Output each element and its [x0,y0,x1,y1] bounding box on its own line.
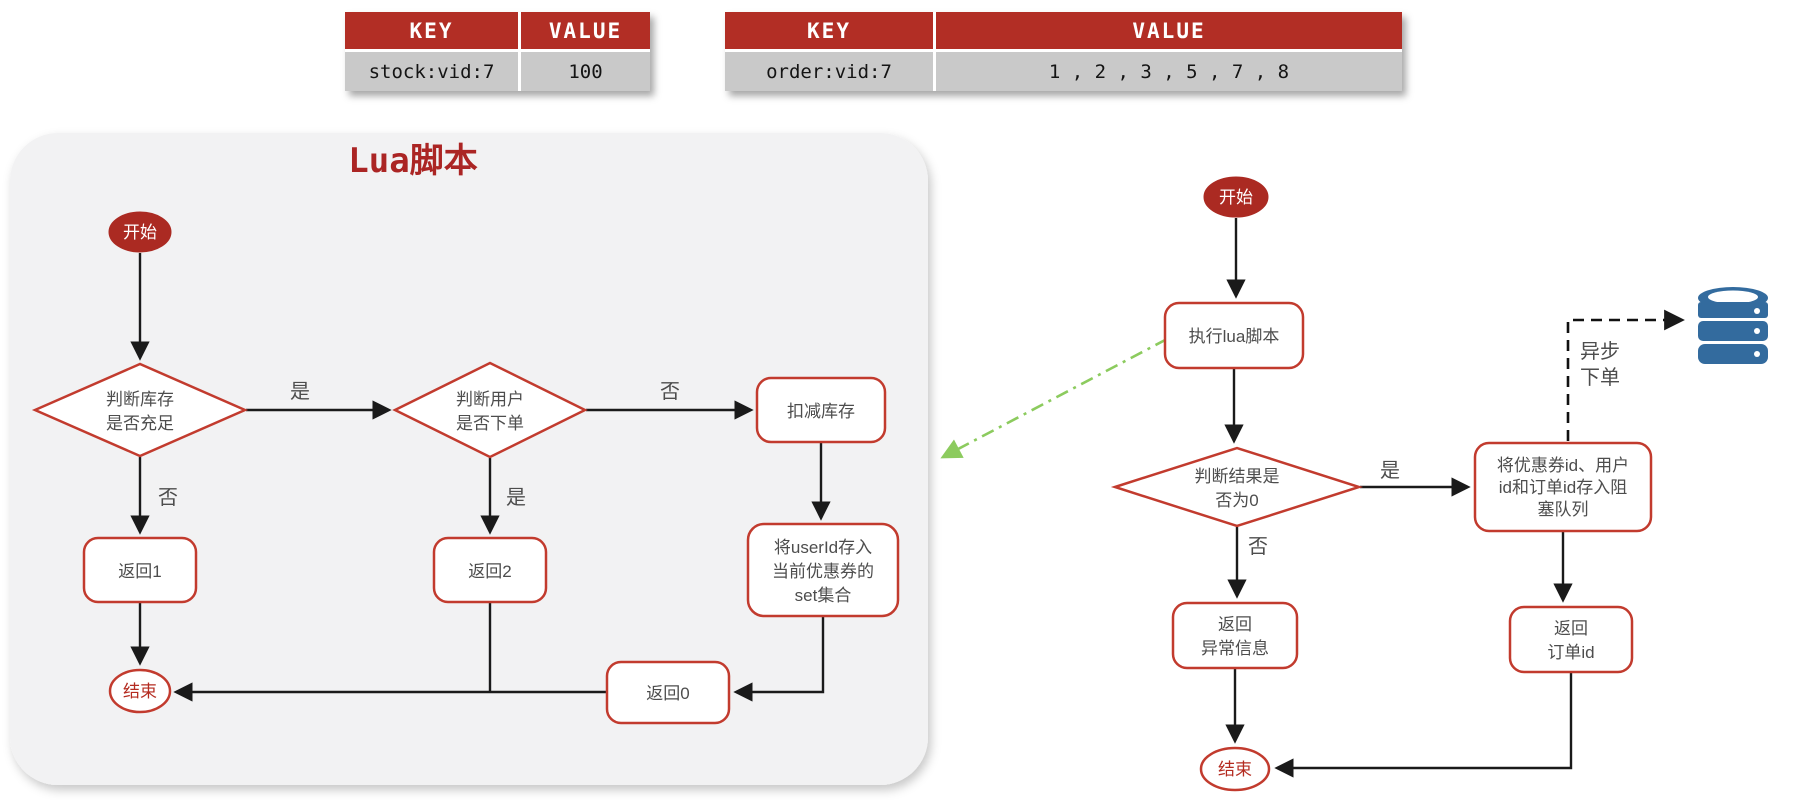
check-user-label: 判断用户 [456,390,524,409]
return-orderid-label: 返回 [1554,619,1588,638]
label-result-no: 否 [1248,536,1268,558]
save-userid-label: 将userId存入 [774,538,872,557]
return0-box [605,660,731,725]
table-cell-value: 1 , 2 , 3 , 5 , 7 , 8 [936,52,1402,91]
start-node-label: 开始 [123,223,157,242]
label-stock-yes: 是 [290,381,310,403]
blocking-queue-label: 塞队列 [1538,500,1589,519]
start-node [1203,176,1269,218]
end-node-label: 结束 [123,682,157,701]
async-order-arrow [1566,309,1685,441]
return1-label: 返回1 [118,562,161,581]
return-error-box [1171,601,1299,670]
label-stock-no: 否 [158,487,178,509]
check-result-label: 判断结果是 [1195,467,1280,486]
check-result-diamond [1110,446,1364,528]
main-flow-edges [1224,218,1685,778]
table-cell-key: stock:vid:7 [345,52,518,91]
table-header-cell: KEY [725,12,933,49]
table-header-cell: VALUE [521,12,650,49]
label-async: 异步 [1580,340,1620,363]
check-user-diamond [392,361,588,459]
return-error-label: 异常信息 [1201,639,1269,658]
table-header-cell: KEY [345,12,518,49]
return2-box [432,536,548,604]
return-orderid-box [1508,605,1634,674]
end-node [108,668,172,714]
save-userid-label: 当前优惠券的 [772,562,874,581]
exec-lua-label: 执行lua脚本 [1189,327,1280,346]
database-icon [1698,287,1768,364]
end-node [1199,746,1271,792]
return-error-label: 返回 [1218,615,1252,634]
return2-label: 返回2 [468,562,511,581]
deduct-stock-box [755,376,887,444]
blocking-queue-box [1473,441,1653,533]
check-stock-diamond [31,362,249,458]
check-user-label: 是否下单 [456,414,524,433]
end-node-label: 结束 [1218,760,1252,779]
check-result-label: 否为0 [1215,491,1258,510]
table-header-cell: VALUE [936,12,1402,49]
lua-flow-edges [130,253,831,702]
blocking-queue-label: id和订单id存入阻 [1499,478,1627,497]
label-async: 下单 [1580,366,1620,389]
return1-box [82,536,198,604]
lua-script-panel [10,133,928,785]
edge-saveset-to-return0 [733,616,825,702]
check-stock-label: 是否充足 [106,414,174,433]
return0-label: 返回0 [646,684,689,703]
save-userid-label: set集合 [795,586,852,605]
order-key-value-table: KEY VALUE order:vid:7 1 , 2 , 3 , 5 , 7 … [725,12,1402,91]
check-stock-label: 判断库存 [106,390,174,409]
table-cell-value: 100 [521,52,650,91]
label-user-yes: 是 [506,487,526,509]
exec-lua-box [1163,301,1305,370]
start-node-label: 开始 [1219,188,1253,207]
save-userid-box [746,522,900,618]
edge-returnorder-to-end [1274,673,1573,778]
start-node [108,211,172,253]
blocking-queue-label: 将优惠券id、用户 [1497,456,1629,475]
label-result-yes: 是 [1380,460,1400,482]
return-orderid-label: 订单id [1547,643,1594,662]
deduct-stock-label: 扣减库存 [787,402,855,421]
panel-title: Lua脚本 [348,141,477,181]
stock-key-value-table: KEY VALUE stock:vid:7 100 [345,12,650,91]
table-cell-key: order:vid:7 [725,52,933,91]
label-user-no: 否 [660,381,680,403]
lua-script-link-arrow [940,337,1168,459]
